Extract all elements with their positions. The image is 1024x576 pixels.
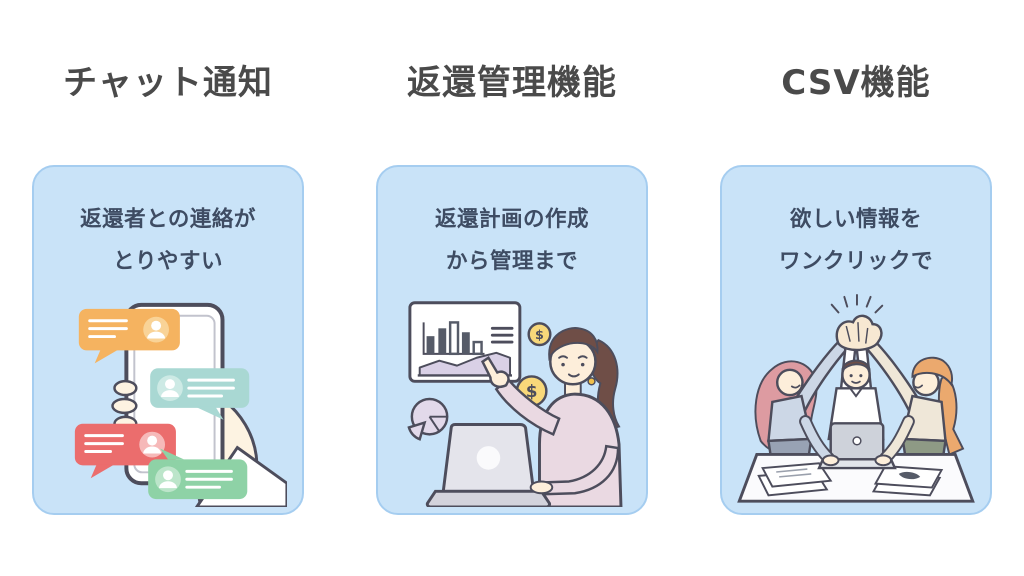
chat-bubble-red-icon: [74, 423, 176, 479]
description-line: から管理まで: [445, 249, 578, 274]
chat-bubble-green-icon: [148, 448, 248, 500]
description-line: とりやすい: [112, 249, 223, 274]
feature-card-chat: 返還者との連絡が とりやすい: [32, 165, 304, 515]
woman-figure-icon: [480, 327, 623, 509]
documents-left-icon: [757, 462, 833, 497]
card-description-management: 返還計画の作成 から管理まで: [378, 167, 646, 283]
column-csv: CSV機能 欲しい情報を ワンクリックで: [720, 0, 992, 515]
laptop-icon: [817, 422, 897, 470]
dollar-coin-small-icon: $: [527, 322, 552, 347]
chat-bubble-orange-icon: [78, 308, 180, 364]
description-line: 返還者との連絡が: [80, 207, 256, 232]
column-chat: チャット通知 返還者との連絡が とりやすい: [32, 0, 304, 515]
description-line: ワンクリックで: [778, 249, 933, 274]
laptop-icon: [425, 423, 552, 509]
hand-holding-phone-icon: [74, 302, 289, 509]
column-title-chat: チャット通知: [63, 63, 273, 103]
chat-bubble-teal-icon: [150, 368, 250, 420]
feature-card-csv: 欲しい情報を ワンクリックで: [720, 165, 992, 515]
description-line: 返還計画の作成: [434, 207, 589, 232]
feature-card-management: 返還計画の作成 から管理まで: [376, 165, 648, 515]
team-high-five-illustration: [728, 293, 984, 511]
svg-text:$: $: [535, 328, 544, 343]
card-description-csv: 欲しい情報を ワンクリックで: [722, 167, 990, 283]
team-high-five-icon: [737, 293, 975, 503]
card-description-chat: 返還者との連絡が とりやすい: [34, 167, 302, 283]
description-line: 欲しい情報を: [789, 207, 922, 232]
column-title-management: 返還管理機能: [407, 63, 617, 103]
woman-laptop-chart-illustration: $ $: [392, 291, 632, 511]
spark-lines-icon: [830, 293, 884, 314]
column-management: 返還管理機能 返還計画の作成 から管理まで: [376, 0, 648, 515]
high-five-hands-icon: [835, 314, 883, 352]
column-title-csv: CSV機能: [781, 63, 931, 103]
documents-right-icon: [871, 465, 944, 497]
phone-chat-illustration: [49, 289, 289, 511]
svg-text:$: $: [526, 382, 538, 401]
woman-with-charts-icon: $ $: [407, 301, 623, 509]
pie-chart-icon: [407, 397, 449, 441]
bar-chart-panel-icon: [408, 301, 522, 383]
